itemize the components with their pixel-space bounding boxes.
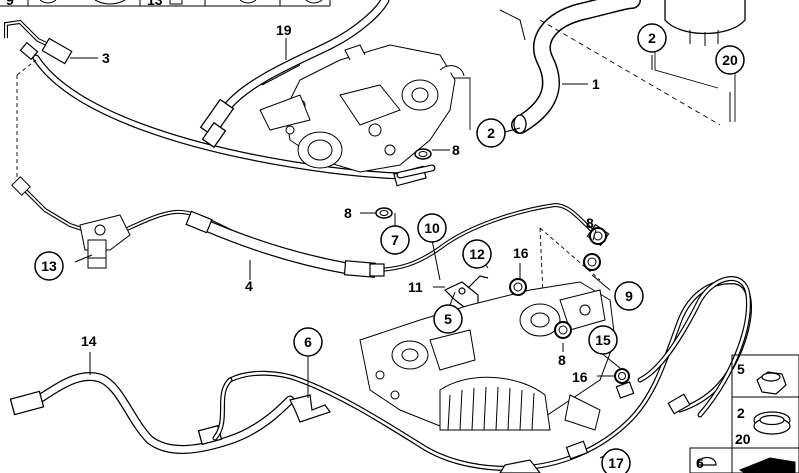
legend-label-20: 20 xyxy=(735,431,751,447)
callout-10: 10 xyxy=(424,220,440,236)
hose-19 xyxy=(199,0,390,149)
legend-label-13: 13 xyxy=(147,0,163,8)
leader-lines xyxy=(70,38,731,459)
bracket-6 xyxy=(289,394,331,423)
callout-8-pump: 8 xyxy=(452,142,460,158)
seal-ring-16-upper xyxy=(509,278,527,296)
callout-17: 17 xyxy=(608,455,624,471)
callout-11: 11 xyxy=(408,279,423,295)
callout-7: 7 xyxy=(391,232,399,248)
callout-4: 4 xyxy=(245,278,253,294)
hose-14 xyxy=(9,372,295,454)
callout-5: 5 xyxy=(444,311,452,327)
legend-pad-icon xyxy=(738,457,796,473)
legend-label-5: 5 xyxy=(737,361,745,377)
callout-2-hose: 2 xyxy=(487,125,495,141)
callout-1: 1 xyxy=(592,76,600,92)
callout-3: 3 xyxy=(102,50,110,66)
callout-8-right: 8 xyxy=(586,215,594,231)
callout-8-lower: 8 xyxy=(558,352,566,368)
steering-gear xyxy=(359,281,616,431)
callout-19: 19 xyxy=(276,22,292,38)
legend-cap-icon xyxy=(697,456,717,466)
right-legend-box xyxy=(689,354,799,473)
legend-nut-icon xyxy=(756,371,787,395)
steering-pump xyxy=(259,44,465,173)
seal-ring-16-lower xyxy=(614,368,630,384)
seal-ring-8-right-lower xyxy=(583,253,601,271)
legend-label-9: 9 xyxy=(6,0,14,8)
legend-label-2: 2 xyxy=(737,405,745,421)
pressure-sensor-13 xyxy=(11,176,131,269)
seal-ring-8-top xyxy=(396,148,436,179)
top-legend-strip xyxy=(0,0,331,7)
callout-14: 14 xyxy=(81,333,97,349)
callout-2-reservoir: 2 xyxy=(648,30,656,46)
callout-12: 12 xyxy=(469,246,485,262)
hose-3 xyxy=(4,19,427,187)
hose-1 xyxy=(499,0,641,134)
callout-15: 15 xyxy=(595,332,611,348)
callout-circles xyxy=(34,23,745,473)
callout-16-upper: 16 xyxy=(513,245,529,261)
callout-6: 6 xyxy=(304,334,312,350)
bracket-11 xyxy=(443,275,489,311)
hose-4 xyxy=(98,202,610,278)
callout-9: 9 xyxy=(625,288,633,304)
hose-end-17 xyxy=(499,459,541,473)
seal-ring-8-lower xyxy=(554,321,572,339)
callout-8-middle: 8 xyxy=(344,205,352,221)
callout-20-reservoir: 20 xyxy=(722,52,738,68)
fluid-reservoir xyxy=(664,0,746,46)
cooling-loop xyxy=(212,276,752,471)
seal-ring-8-mid xyxy=(375,207,393,219)
callout-13: 13 xyxy=(41,258,57,274)
legend-label-6: 6 xyxy=(696,455,704,471)
callout-16-lower: 16 xyxy=(572,369,588,385)
legend-clamp-icon xyxy=(753,411,791,435)
seal-ring-8-right-upper xyxy=(589,227,607,245)
